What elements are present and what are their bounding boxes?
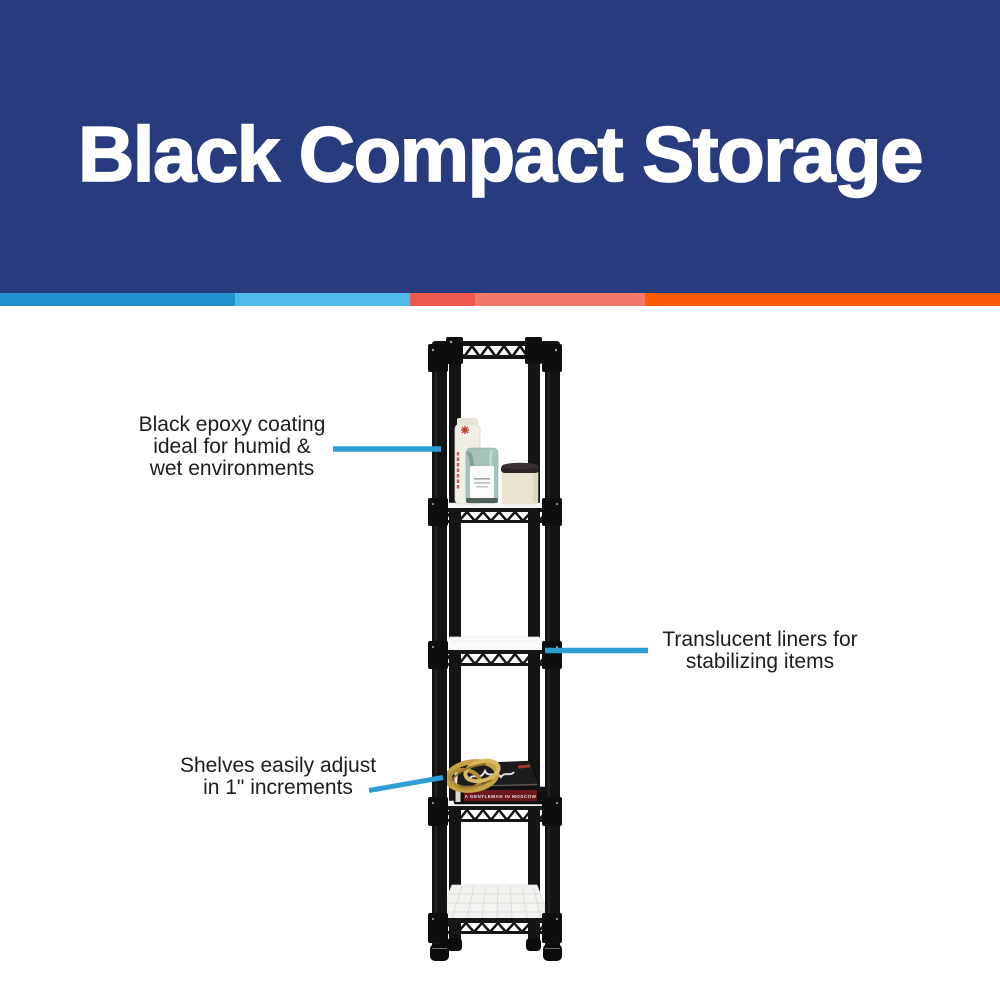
callout-adjustable-shelves-line2: in 1" increments (203, 776, 353, 799)
callout-translucent-liners: Translucent liners for stabilizing items (635, 629, 885, 673)
bottom-shelf-liner (437, 884, 551, 920)
callout-translucent-liners-line2: stabilizing items (685, 650, 835, 673)
lotion-logo-icon (461, 426, 469, 434)
divider-segment-orange (645, 293, 1000, 306)
divider-stripe (0, 293, 1000, 306)
callout-translucent-liners-line1: Translucent liners for (662, 628, 858, 651)
banner: Black Compact Storage (0, 0, 1000, 293)
item-rope-decor (444, 758, 501, 793)
divider-segment-red (410, 293, 475, 306)
callout-epoxy-coating-line1: Black epoxy coating (138, 413, 326, 436)
callout-epoxy-coating: Black epoxy coating ideal for humid & we… (107, 414, 357, 480)
callout-adjustable-shelves: Shelves easily adjust in 1" increments (158, 755, 398, 799)
shelf3-liner (437, 636, 551, 652)
callout-line-adjustable-shelves (368, 775, 444, 793)
divider-segment-light-blue (235, 293, 410, 306)
callout-adjustable-shelves-line1: Shelves easily adjust (179, 754, 377, 777)
shelf1-frame (428, 337, 562, 372)
shelf2-frame (428, 498, 562, 526)
callout-epoxy-coating-line2: ideal for humid & (153, 435, 311, 458)
item-candle (501, 462, 539, 505)
item-cosmetic-tube (465, 447, 499, 504)
divider-segment-salmon (475, 293, 645, 306)
divider-segment-blue (0, 293, 235, 306)
page-title: Black Compact Storage (77, 110, 924, 198)
book-spine-label: A GENTLEMAN IN MOSCOW (465, 794, 537, 799)
shelf4-frame (428, 797, 562, 826)
callout-epoxy-coating-line3: wet environments (149, 457, 315, 480)
bottom-shelf-frame (428, 913, 562, 943)
